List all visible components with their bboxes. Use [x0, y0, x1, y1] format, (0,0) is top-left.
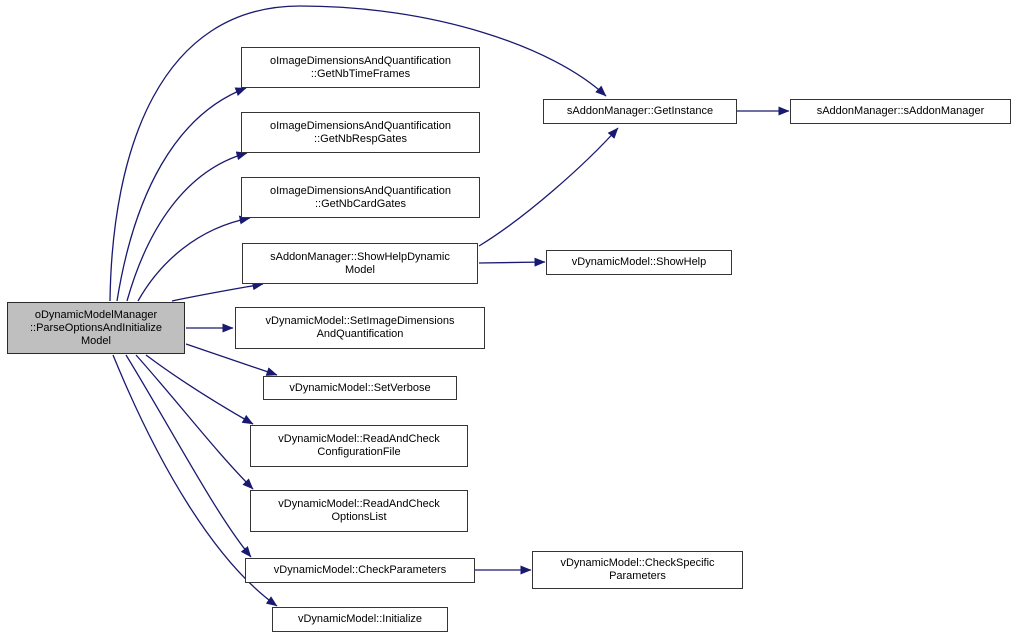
node-parse[interactable]: oDynamicModelManager ::ParseOptionsAndIn…: [7, 302, 185, 354]
edge-parse-to-getnbcardgates: [137, 215, 251, 302]
node-checkspecificparameters[interactable]: vDynamicModel::CheckSpecific Parameters: [532, 551, 743, 589]
node-getnbcardgates[interactable]: oImageDimensionsAndQuantification ::GetN…: [241, 177, 480, 218]
edge-parse-to-initialize: [112, 354, 278, 607]
edge-showhelpdynamicmodel-to-showhelp: [478, 257, 546, 267]
node-getnbrespgates[interactable]: oImageDimensionsAndQuantification ::GetN…: [241, 112, 480, 153]
node-getnbtimeframes[interactable]: oImageDimensionsAndQuantification ::GetN…: [241, 47, 480, 88]
edge-parse-to-checkparameters: [125, 354, 252, 558]
edge-parse-to-getnbtimeframes: [116, 87, 247, 302]
node-checkparameters[interactable]: vDynamicModel::CheckParameters: [245, 558, 475, 583]
edge-parse-to-readandcheckconfigurationfile: [145, 354, 254, 425]
edge-parse-to-showhelpdynamicmodel: [171, 281, 264, 302]
node-setverbose[interactable]: vDynamicModel::SetVerbose: [263, 376, 457, 400]
node-setimagedimensions[interactable]: vDynamicModel::SetImageDimensions AndQua…: [235, 307, 485, 349]
node-readandcheckconfigurationfile[interactable]: vDynamicModel::ReadAndCheck Configuratio…: [250, 425, 468, 467]
edge-parse-to-getinstance: [109, 5, 607, 302]
node-showhelp[interactable]: vDynamicModel::ShowHelp: [546, 250, 732, 275]
edge-showhelpdynamicmodel-to-getinstance: [478, 127, 619, 247]
node-getinstance[interactable]: sAddonManager::GetInstance: [543, 99, 737, 124]
node-showhelpdynamicmodel[interactable]: sAddonManager::ShowHelpDynamic Model: [242, 243, 478, 284]
node-readandcheckoptionslist[interactable]: vDynamicModel::ReadAndCheck OptionsList: [250, 490, 468, 532]
edge-parse-to-readandcheckoptionslist: [135, 354, 254, 490]
edge-parse-to-setverbose: [185, 343, 278, 376]
node-saddonmanagerctor[interactable]: sAddonManager::sAddonManager: [790, 99, 1011, 124]
edge-parse-to-getnbrespgates: [126, 151, 248, 302]
node-initialize[interactable]: vDynamicModel::Initialize: [272, 607, 448, 632]
